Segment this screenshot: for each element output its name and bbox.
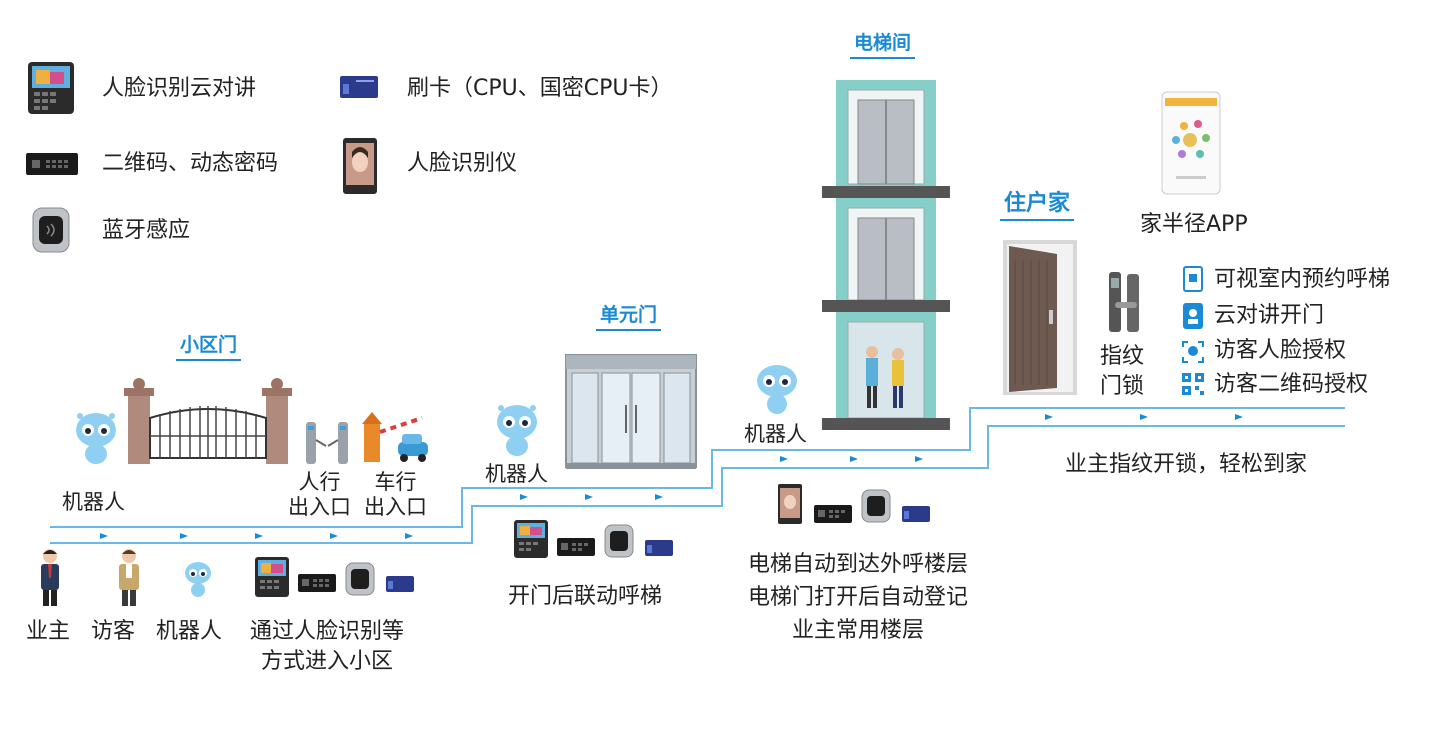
vehicle-label: 车行出入口 xyxy=(364,470,427,520)
section-resident-home: 住户家 xyxy=(1000,185,1075,221)
qr-reader-icon xyxy=(298,574,336,592)
visitor-icon xyxy=(119,549,139,606)
bluetooth-icon xyxy=(345,562,375,596)
qr-reader-icon xyxy=(26,153,78,175)
legend-qr: 二维码、动态密码 xyxy=(102,151,279,176)
unit-door-icon xyxy=(565,354,697,469)
entry-description: 通过人脸识别等 方式进入小区 xyxy=(250,619,405,674)
home-door-icon xyxy=(1003,240,1077,395)
app-feature-item: 访客人脸授权 xyxy=(1214,338,1347,363)
card-icon xyxy=(902,506,930,522)
robot-label-elevator: 机器人 xyxy=(744,422,807,446)
legend-face-device: 人脸识别仪 xyxy=(407,151,518,176)
home-final-label: 业主指纹开锁，轻松到家 xyxy=(1065,452,1308,477)
barrier-icon xyxy=(362,412,428,462)
robot-small-icon xyxy=(185,562,211,597)
robot-label-unit: 机器人 xyxy=(485,462,548,486)
section-unit-door: 单元门 xyxy=(596,300,662,331)
video-call-icon xyxy=(1183,266,1203,292)
legend-face-intercom: 人脸识别云对讲 xyxy=(102,76,257,101)
owner-icon xyxy=(41,549,59,606)
bluetooth-icon xyxy=(861,489,891,523)
robot-icon xyxy=(757,365,797,414)
pedestrian-label: 人行出入口 xyxy=(288,470,351,520)
legend-card: 刷卡（CPU、国密CPU卡） xyxy=(407,76,673,101)
robot-icon xyxy=(497,405,537,456)
section-elevator-room: 电梯间 xyxy=(850,28,916,59)
turnstile-icon xyxy=(306,422,348,464)
card-icon xyxy=(386,576,414,592)
elevator-shaft-icon xyxy=(822,80,950,430)
app-feature-item: 访客二维码授权 xyxy=(1214,372,1369,397)
robot-label-gate: 机器人 xyxy=(62,490,125,514)
legend-bluetooth: 蓝牙感应 xyxy=(102,218,191,243)
face-intercom-icon xyxy=(514,520,548,558)
app-feature-item: 云对讲开门 xyxy=(1214,303,1325,328)
intercom-icon xyxy=(1183,303,1203,329)
face-device-icon xyxy=(343,138,377,194)
bluetooth-icon xyxy=(604,524,634,558)
robot-label-people: 机器人 xyxy=(156,619,223,644)
owner-label: 业主 xyxy=(26,619,71,644)
app-feature-item: 可视室内预约呼梯 xyxy=(1214,267,1391,292)
phone-app-icon xyxy=(1161,91,1221,195)
face-device-icon xyxy=(778,484,802,524)
elevator-description: 电梯自动到达外呼楼层 电梯门打开后自动登记 业主常用楼层 xyxy=(748,552,969,643)
qr-reader-icon xyxy=(814,505,852,523)
face-intercom-icon xyxy=(28,62,74,114)
fingerprint-lock-label: 指纹 门锁 xyxy=(1100,344,1145,399)
face-auth-icon xyxy=(1182,341,1204,363)
visitor-label: 访客 xyxy=(91,619,136,644)
face-intercom-icon xyxy=(255,557,289,597)
robot-icon xyxy=(76,413,116,464)
bluetooth-icon xyxy=(32,207,70,253)
community-gate-icon xyxy=(124,378,292,464)
fingerprint-lock-icon xyxy=(1109,272,1139,332)
card-icon xyxy=(645,540,673,556)
app-name-label: 家半径APP xyxy=(1140,212,1248,237)
unit-linkage-label: 开门后联动呼梯 xyxy=(508,584,663,609)
section-community-gate: 小区门 xyxy=(176,330,242,361)
qr-reader-icon xyxy=(557,538,595,556)
card-icon xyxy=(340,76,378,98)
qr-code-icon xyxy=(1182,373,1204,395)
